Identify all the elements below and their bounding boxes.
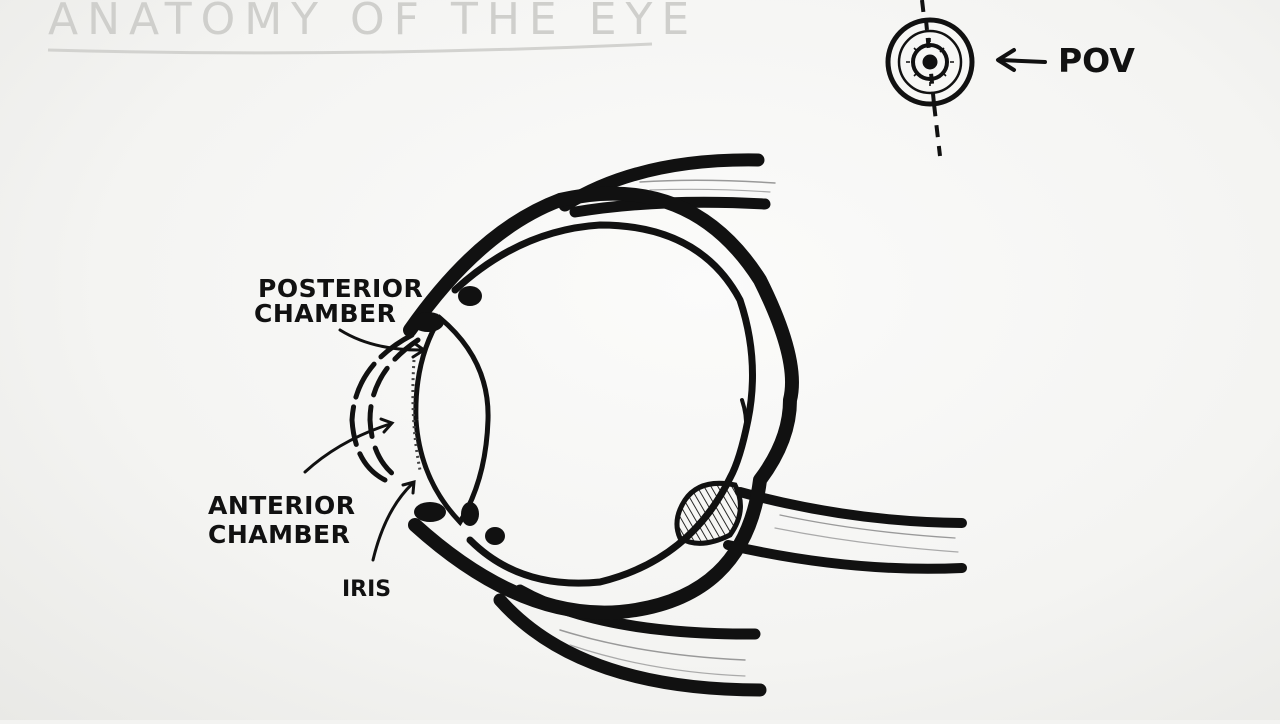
- pov-arrow-shaft: [1000, 60, 1045, 62]
- title-underline: [48, 44, 652, 53]
- pov-label-text: POV: [1058, 41, 1135, 80]
- pov-label: POV: [998, 41, 1135, 80]
- optic-disc: [677, 483, 740, 543]
- anterior-label-line2: CHAMBER: [208, 520, 350, 549]
- optic-nerve: [728, 492, 962, 569]
- anterior-chamber-label: ANTERIOR CHAMBER: [208, 419, 392, 549]
- lens: [416, 318, 488, 522]
- posterior-label-line2: CHAMBER: [254, 299, 396, 328]
- anterior-label-line1: ANTERIOR: [208, 491, 355, 520]
- pov-eye-icon: [888, 0, 972, 156]
- sclera-outer: [410, 194, 792, 613]
- eyeball: [410, 194, 792, 613]
- ciliary-body: [412, 286, 505, 545]
- cornea: [352, 335, 418, 480]
- diagram-title: ANATOMY OF THE EYE: [48, 0, 698, 45]
- iris-label-text: IRIS: [342, 577, 391, 602]
- iris-pointer-line: [373, 484, 412, 560]
